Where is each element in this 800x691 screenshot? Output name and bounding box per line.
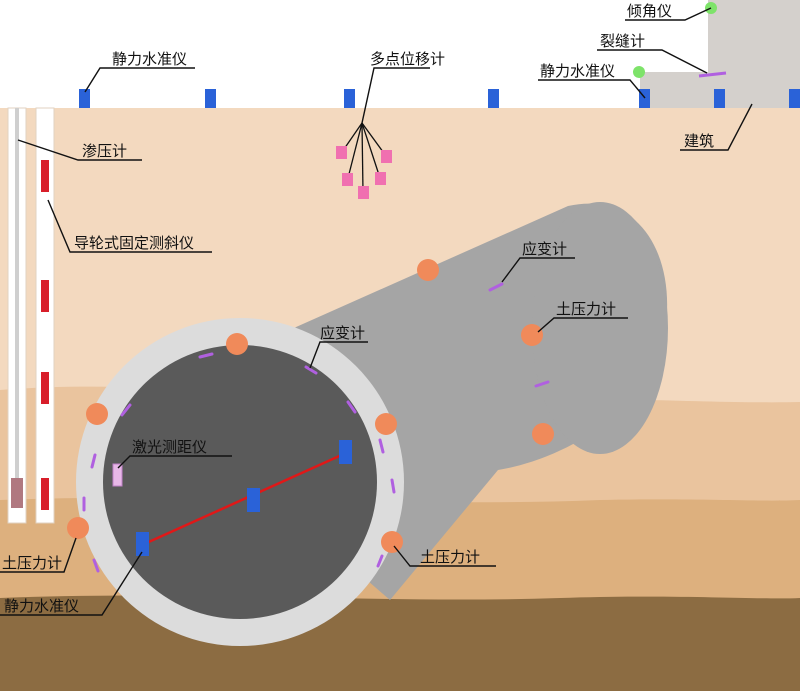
inclinometer-segment (41, 372, 49, 404)
leader-strain-mid (309, 341, 368, 369)
anchor-head (381, 150, 392, 163)
ring-strain-gauges (82, 282, 550, 573)
leader-level-top-right (538, 79, 646, 99)
piezometer-sensor (11, 478, 23, 508)
level-sensor-surface (789, 89, 800, 108)
level-sensor-surface (205, 89, 216, 108)
earth-pressure-gauge (226, 333, 248, 355)
level-sensor-surface (79, 89, 90, 108)
leader-crack-meter (597, 49, 708, 74)
anchor-head (342, 173, 353, 186)
label-level-top-left: 静力水准仪 (112, 50, 187, 68)
strain-gauge (120, 403, 132, 417)
level-sensor-tunnel (247, 488, 260, 512)
label-inclinometer: 导轮式固定测斜仪 (74, 234, 194, 252)
anchor-head (336, 146, 347, 159)
leader-inclinometer (47, 199, 212, 253)
label-laser-range: 激光测距仪 (132, 438, 207, 456)
earth-pressure-gauge (86, 403, 108, 425)
piezometer-tube (15, 108, 19, 478)
level-sensor-surface (639, 89, 650, 108)
anchor-rod (361, 122, 381, 179)
strain-gauge (488, 282, 504, 292)
leader-laser (117, 455, 232, 469)
leader-earth-pressure-left (0, 537, 77, 573)
inclinometer-segment (41, 280, 49, 312)
label-strain-mid: 应变计 (320, 324, 365, 342)
leader-level-bottom (0, 551, 143, 616)
laser-beam (141, 451, 347, 547)
multipoint-anchor-heads (336, 146, 392, 199)
earth-pressure-gauge (381, 531, 403, 553)
tunnel-interior (103, 345, 377, 619)
anchor-rod (361, 122, 364, 193)
inclinometer-borehole (35, 107, 55, 524)
earth-pressure-gauge (417, 259, 439, 281)
bedrock-layer (0, 595, 800, 691)
earth-pressure-gauge (521, 324, 543, 346)
label-piezometer: 渗压计 (82, 142, 127, 160)
label-level-bottom: 静力水准仪 (4, 597, 79, 615)
label-earth-pressure-left: 土压力计 (2, 554, 62, 572)
label-earth-pressure-right: 土压力计 (556, 300, 616, 318)
tilt-sensor (633, 66, 645, 78)
leader-strain-upper (501, 257, 575, 283)
earth-pressure-gauge (532, 423, 554, 445)
level-sensor-tunnel (339, 440, 352, 464)
strain-gauge (390, 478, 396, 494)
earth-pressure-gauges (67, 259, 554, 553)
leader-multipoint (361, 67, 430, 124)
inclinometer-segment (41, 160, 49, 192)
earth-pressure-gauge (67, 517, 89, 539)
anchor-rod (347, 122, 363, 179)
strain-gauge (198, 352, 214, 359)
earth-pressure-gauge (375, 413, 397, 435)
tunnel-far-end (532, 202, 668, 454)
level-sensor-surface (714, 89, 725, 108)
leader-level-top-left (84, 67, 195, 93)
building-annex (640, 72, 710, 108)
leader-earth-pressure-bottom (393, 545, 496, 567)
inclinometer-segments (41, 160, 49, 510)
crack-meter (698, 71, 727, 78)
surface-level-sensors (79, 89, 800, 108)
strain-gauge (378, 438, 385, 454)
label-earth-pressure-bottom: 土压力计 (420, 548, 480, 566)
strain-gauge (92, 558, 100, 573)
level-sensor-surface (344, 89, 355, 108)
leader-earth-pressure-right (537, 317, 628, 333)
strain-gauge (304, 365, 318, 375)
strain-gauge (90, 453, 97, 469)
label-crack-meter: 裂缝计 (600, 32, 645, 50)
label-multipoint-disp: 多点位移计 (370, 50, 445, 68)
label-building: 建筑 (684, 132, 714, 150)
level-sensor-surface (488, 89, 499, 108)
label-level-top-right: 静力水准仪 (540, 62, 615, 80)
leader-tilt-meter (625, 7, 712, 21)
leader-building (680, 103, 753, 151)
strain-gauge (534, 380, 550, 388)
anchor-head (358, 186, 369, 199)
level-sensor-tunnel (136, 532, 149, 556)
label-tilt-meter: 倾角仪 (627, 2, 672, 20)
label-strain-upper: 应变计 (522, 240, 567, 258)
leader-piezometer (17, 139, 142, 161)
inclinometer-segment (41, 478, 49, 510)
strain-gauge (346, 400, 357, 414)
laser-rangefinder (112, 463, 123, 487)
strain-gauge (376, 554, 384, 568)
anchor-head (375, 172, 386, 185)
